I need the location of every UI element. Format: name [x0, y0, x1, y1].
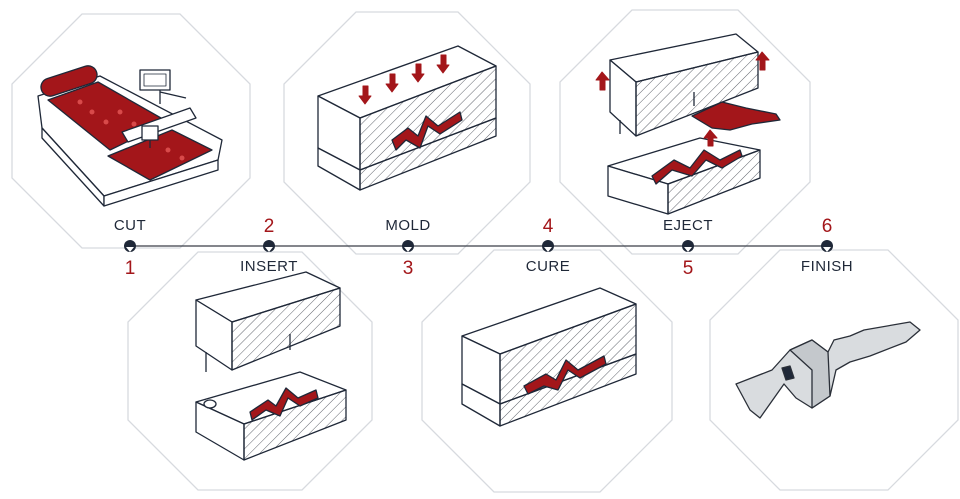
step-label-mold: MOLD	[385, 217, 431, 234]
octagon-frame-insert	[127, 251, 373, 491]
insert-illustration	[195, 271, 347, 461]
step-label-cut: CUT	[113, 217, 147, 234]
octagon-frame-mold	[283, 11, 531, 255]
mold-illustration	[317, 45, 497, 191]
timeline-marker-cure	[542, 240, 554, 252]
timeline-marker-finish	[821, 240, 833, 252]
step-label-eject: EJECT	[662, 217, 714, 234]
cure-illustration	[461, 287, 637, 427]
timeline-marker-mold	[402, 240, 414, 252]
timeline-marker-eject	[682, 240, 694, 252]
step-label-cure: CURE	[525, 258, 571, 275]
step-label-insert: INSERT	[240, 258, 298, 275]
octagon-frame-finish	[709, 249, 959, 491]
step-number-1: 1	[124, 258, 136, 279]
timeline-marker-cut	[124, 240, 136, 252]
timeline-marker-insert	[263, 240, 275, 252]
step-number-6: 6	[821, 216, 833, 237]
step-label-finish: FINISH	[800, 258, 854, 275]
octagon-frame-eject	[559, 9, 811, 255]
step-number-3: 3	[402, 258, 414, 279]
finish-illustration	[735, 321, 921, 419]
octagon-frame-cut	[11, 13, 251, 249]
step-number-5: 5	[682, 258, 694, 279]
cut-illustration	[37, 65, 223, 207]
step-number-4: 4	[542, 216, 554, 237]
step-number-2: 2	[263, 216, 275, 237]
octagon-frame-cure	[421, 249, 673, 493]
eject-illustration	[595, 33, 781, 215]
